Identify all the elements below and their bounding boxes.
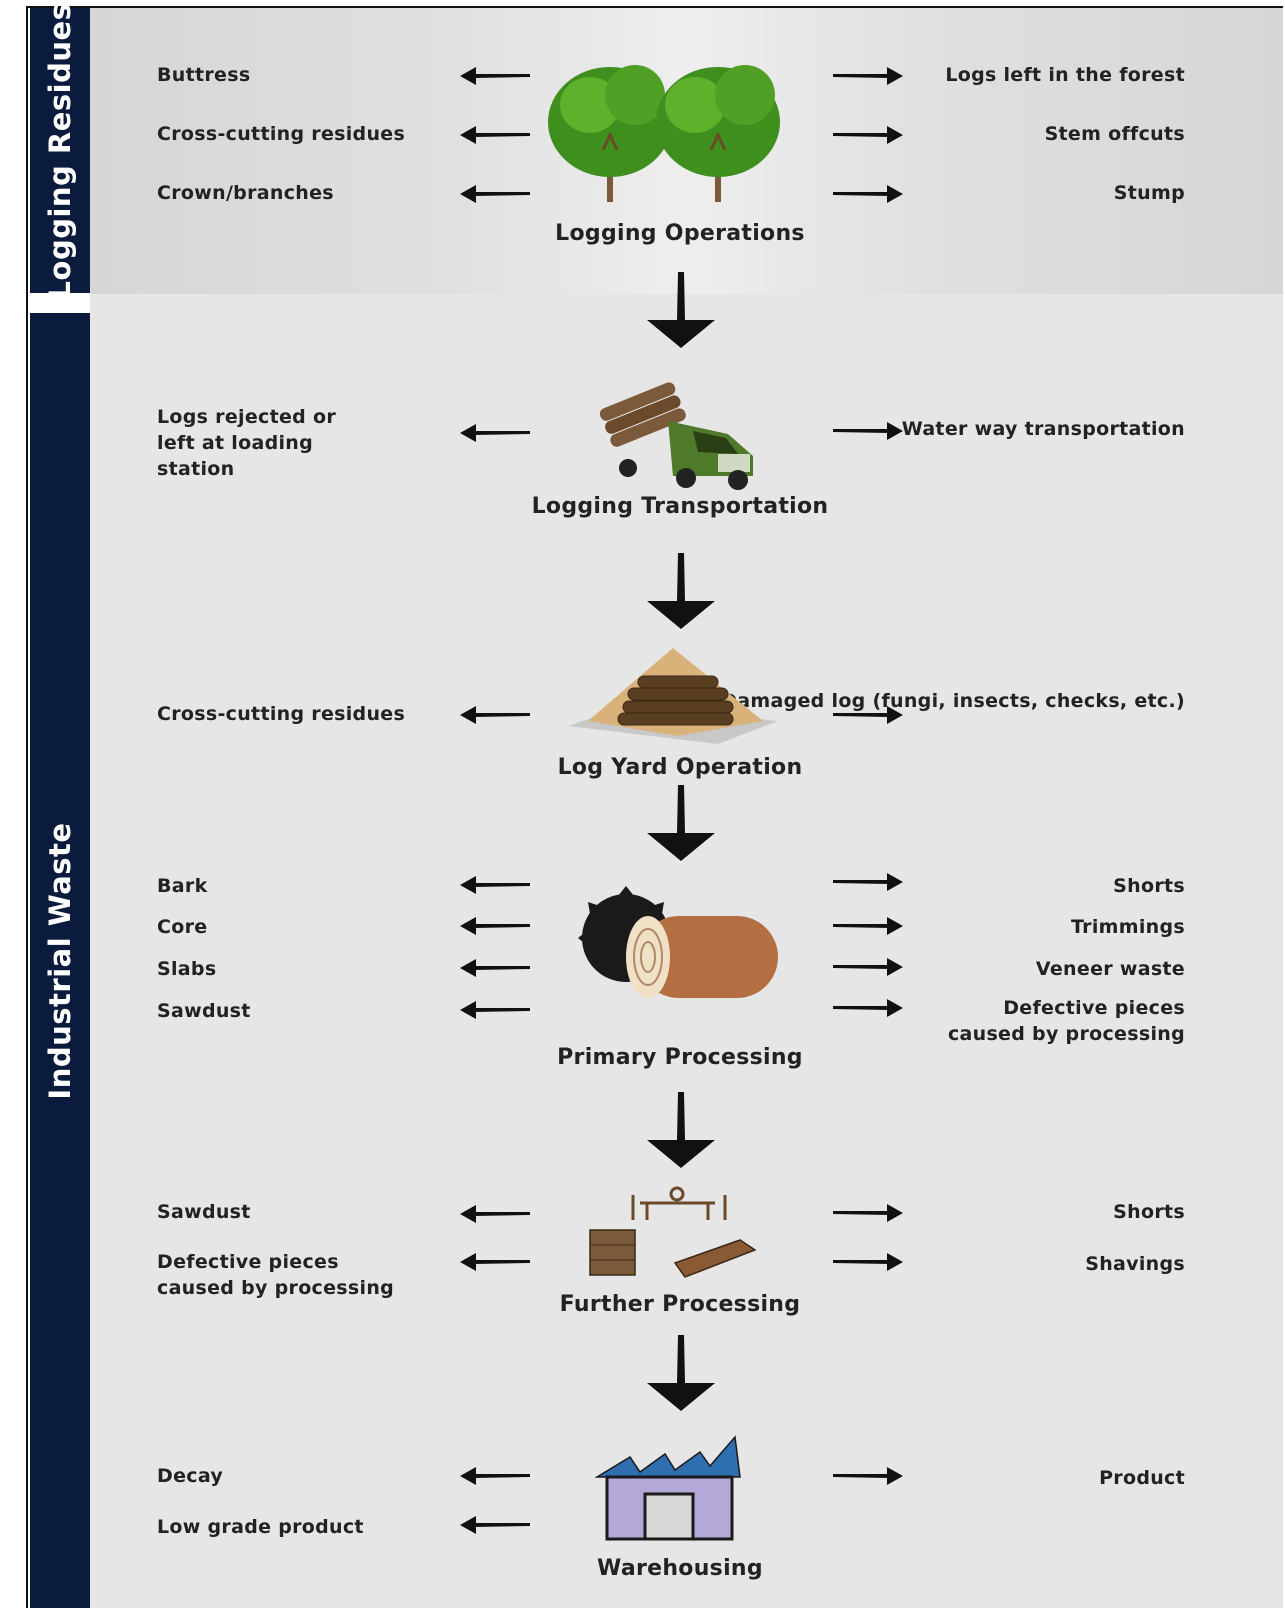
left-arrow-icon <box>460 185 530 203</box>
right-output: Defective pieces caused by processing <box>947 997 1185 1045</box>
down-arrow-icon <box>647 1092 715 1168</box>
right-arrow-icon <box>833 999 903 1017</box>
left-output: Sawdust <box>157 1000 251 1022</box>
logging-residues-sidebar: Logging Residues <box>30 2 90 299</box>
right-arrow-icon <box>833 1204 903 1222</box>
warehouse-icon <box>595 1435 741 1541</box>
left-output: Logs rejected or left at loading station <box>157 406 337 480</box>
right-arrow-icon <box>833 873 903 891</box>
right-output: Shorts <box>1113 1201 1185 1223</box>
right-output: Product <box>1099 1467 1185 1489</box>
log-truck-icon <box>599 382 753 490</box>
left-arrow-icon <box>460 876 530 894</box>
right-arrow-icon <box>833 1467 903 1485</box>
diagram-frame <box>26 6 1283 1608</box>
left-output: Slabs <box>157 958 217 980</box>
stage-label: Logging Operations <box>555 221 805 246</box>
stage-label: Further Processing <box>559 1292 801 1317</box>
left-output: Decay <box>157 1465 224 1487</box>
right-output: Stump <box>1113 182 1185 204</box>
down-arrow-icon <box>647 272 715 348</box>
down-arrow-icon <box>647 553 715 629</box>
right-output: Shavings <box>1085 1253 1185 1275</box>
right-arrow-icon <box>833 126 903 144</box>
right-output: Logs left in the forest <box>945 64 1185 86</box>
left-output: Crown/branches <box>157 182 334 204</box>
left-arrow-icon <box>460 126 530 144</box>
left-output: Low grade product <box>157 1516 364 1538</box>
left-output: Cross-cutting residues <box>157 123 406 145</box>
right-arrow-icon <box>833 917 903 935</box>
stage-label: Warehousing <box>597 1556 763 1581</box>
right-arrow-icon <box>833 706 903 724</box>
left-arrow-icon <box>460 959 530 977</box>
stage-label: Logging Transportation <box>531 494 829 519</box>
furniture-icon <box>589 1186 757 1278</box>
right-output: Veneer waste <box>1035 958 1185 980</box>
left-output: Defective pieces caused by processing <box>157 1251 395 1299</box>
right-output: Trimmings <box>1070 916 1185 938</box>
left-output: Core <box>157 916 208 938</box>
left-arrow-icon <box>460 67 530 85</box>
left-output: Sawdust <box>157 1201 251 1223</box>
right-output: Water way transportation <box>901 418 1185 440</box>
left-arrow-icon <box>460 1516 530 1534</box>
right-arrow-icon <box>833 185 903 203</box>
trees-icon <box>548 65 780 202</box>
right-arrow-icon <box>833 67 903 85</box>
stage-label: Log Yard Operation <box>557 755 803 780</box>
left-arrow-icon <box>460 1253 530 1271</box>
left-output: Cross-cutting residues <box>157 703 406 725</box>
right-output: Stem offcuts <box>1044 123 1185 145</box>
down-arrow-icon <box>647 1335 715 1411</box>
right-arrow-icon <box>833 958 903 976</box>
left-arrow-icon <box>460 1001 530 1019</box>
saw-log-icon <box>578 886 778 998</box>
right-output: Shorts <box>1113 875 1185 897</box>
stage-label: Primary Processing <box>557 1045 803 1070</box>
left-arrow-icon <box>460 706 530 724</box>
industrial-waste-sidebar: Industrial Waste <box>30 313 90 1608</box>
left-arrow-icon <box>460 917 530 935</box>
left-arrow-icon <box>460 424 530 442</box>
left-arrow-icon <box>460 1467 530 1485</box>
right-arrow-icon <box>833 1253 903 1271</box>
left-output: Bark <box>157 875 208 897</box>
left-arrow-icon <box>460 1205 530 1223</box>
left-output: Buttress <box>157 64 251 86</box>
log-pile-icon <box>568 648 778 744</box>
down-arrow-icon <box>647 785 715 861</box>
right-output: Damaged log (fungi, insects, checks, etc… <box>721 690 1185 712</box>
right-arrow-icon <box>833 422 903 440</box>
